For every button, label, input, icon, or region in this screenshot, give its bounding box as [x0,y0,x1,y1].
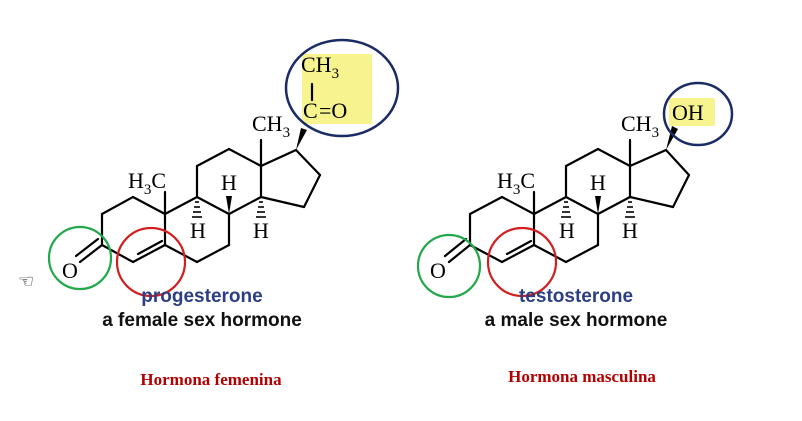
methyl-19-label: H3C [128,168,166,198]
methyl-18-label-right: CH3 [621,111,659,141]
ketone-o-label: O [62,258,78,283]
hashed-bond-h14 [256,201,266,218]
h14-label: H [253,218,269,243]
ketone-circle-right [416,233,482,299]
carbonyl-c-label: C [303,98,318,123]
hashed-bond-h14-right [625,201,635,218]
molecule-name-testosterone: testosterone [519,286,633,307]
wedge-bond-c17-oh [666,126,678,150]
spanish-label-male: Hormona masculina [508,367,656,386]
hydroxyl-circle [662,81,734,147]
ketone-o-label-right: O [430,258,446,283]
molecule-description-male: a male sex hormone [485,310,668,331]
methyl-19-label-right: H3C [497,168,535,198]
double-bond-circle [115,226,187,298]
wedge-bond-h8 [226,196,232,214]
h9-label-right: H [559,218,575,243]
molecule-description-female: a female sex hormone [102,310,302,331]
carbonyl-o-label: =O [319,98,347,123]
pointing-hand-icon: ☜ [18,271,34,292]
side-chain-highlight [302,54,372,124]
ch3-top-label: CH3 [301,52,339,82]
h8-label: H [221,170,237,195]
molecule-name-progesterone: progesterone [141,286,262,307]
ketone-circle [47,225,113,291]
methyl-18-label: CH3 [252,111,290,141]
progesterone-structure: CH3 C =O CH3 H3C H H H O progesterone a … [47,38,400,389]
testosterone-bonds [443,138,691,264]
side-chain-circle [284,38,400,138]
double-bond-circle-right [486,226,558,298]
spanish-label-female: Hormona femenina [140,370,282,389]
wedge-bond-h8-right [595,196,601,214]
hydroxyl-label: OH [672,100,704,125]
hydroxyl-highlight [669,98,715,126]
hashed-bond-h9-right [561,201,571,218]
testosterone-structure: OH CH3 H3C H H H O testosterone a male s… [416,81,734,386]
h8-label-right: H [590,170,606,195]
h14-label-right: H [622,218,638,243]
progesterone-bonds [74,82,322,264]
wedge-bond-c17 [296,128,307,150]
hashed-bond-h9 [192,201,202,218]
h9-label: H [190,218,206,243]
